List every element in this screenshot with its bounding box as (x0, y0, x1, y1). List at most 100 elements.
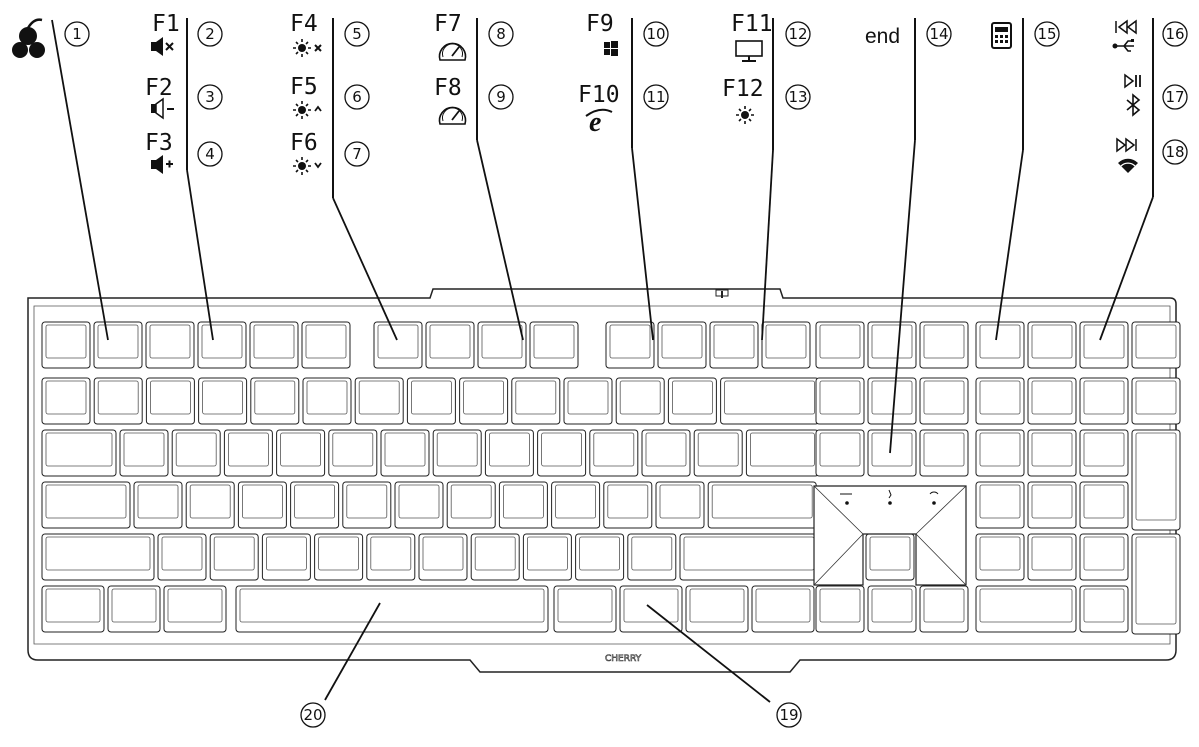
function-row-key (761, 321, 811, 369)
function-row-key (301, 321, 351, 369)
callout-9: 9 (496, 88, 506, 106)
number-row-key (511, 377, 561, 425)
arrow-up-key (865, 533, 915, 581)
number-row-key (354, 377, 404, 425)
function-row-key (145, 321, 195, 369)
letter-key (655, 481, 705, 529)
cherry-wordmark: CHERRY (605, 654, 642, 664)
left-shift-key (41, 533, 155, 581)
lighting-mode-icon (736, 106, 754, 124)
number-row-key (41, 377, 91, 425)
function-row-key (867, 321, 917, 369)
letter-key (237, 481, 287, 529)
function-row-key (657, 321, 707, 369)
callout-11: 11 (646, 88, 665, 106)
windows-lock-icon (604, 41, 618, 56)
letter-key (418, 533, 468, 581)
right-ctrl-key (751, 585, 815, 633)
nav-key (815, 429, 865, 477)
nav-key (815, 377, 865, 425)
nav-key (919, 429, 969, 477)
numpad-plus-key (1131, 429, 1181, 531)
letter-key (328, 429, 378, 477)
callout-1: 1 (72, 25, 82, 43)
f12-label: F12 (722, 76, 764, 102)
calculator-icon (991, 22, 1012, 49)
play-pause-icon (1124, 73, 1141, 89)
callout-5: 5 (352, 25, 362, 43)
function-row-key (605, 321, 655, 369)
function-row-key (425, 321, 475, 369)
callout-7: 7 (352, 145, 362, 163)
letter-key (693, 429, 743, 477)
callout-13: 13 (788, 88, 807, 106)
speedometer-icon (438, 106, 467, 125)
letter-key (133, 481, 183, 529)
function-row-key (529, 321, 579, 369)
f5-label: F5 (290, 74, 318, 100)
letter-key (498, 481, 548, 529)
function-row-key (709, 321, 759, 369)
cherry-logo-icon (12, 18, 45, 58)
status-led-panel (813, 485, 967, 586)
numpad-key (1079, 533, 1129, 581)
function-row-key (1027, 321, 1077, 369)
f6-label: F6 (290, 130, 318, 156)
letter-key (603, 481, 653, 529)
letter-key (380, 429, 430, 477)
nav-key (919, 377, 969, 425)
leader-lines (51, 19, 1154, 703)
backspace-key (720, 377, 820, 425)
numpad-enter-key (1131, 533, 1181, 635)
number-row-key (302, 377, 352, 425)
callout-19: 19 (779, 706, 798, 724)
f8-label: F8 (434, 75, 462, 101)
end-label: end (865, 25, 900, 48)
callout-18: 18 (1165, 143, 1184, 161)
left-alt-key (163, 585, 227, 633)
callout-17: 17 (1165, 88, 1184, 106)
numpad-zero-key (975, 585, 1077, 633)
bluetooth-icon (1126, 93, 1141, 117)
next-track-icon (1116, 137, 1137, 153)
number-row-key (145, 377, 195, 425)
volume-up-icon (151, 155, 173, 174)
f10-label: F10 (578, 82, 620, 108)
function-row-key (373, 321, 423, 369)
letter-key (551, 481, 601, 529)
f11-label: F11 (731, 11, 773, 37)
callout-8: 8 (496, 25, 506, 43)
function-row-key (1079, 321, 1129, 369)
function-row-key (1131, 321, 1181, 369)
letter-key (446, 481, 496, 529)
numpad-key (975, 429, 1025, 477)
letter-key (157, 533, 207, 581)
right-shift-key (679, 533, 819, 581)
letter-key (223, 429, 273, 477)
letter-key (575, 533, 625, 581)
svg-text:e: e (589, 107, 601, 138)
letter-key (290, 481, 340, 529)
numpad-key (1027, 533, 1077, 581)
usb-icon (1112, 39, 1134, 52)
callout-4: 4 (205, 145, 215, 163)
volume-down-icon (151, 97, 174, 120)
spacebar-key (235, 585, 549, 633)
number-row-key (93, 377, 143, 425)
numpad-key (1079, 429, 1129, 477)
f2-label: F2 (145, 75, 173, 101)
windows-key (107, 585, 161, 633)
function-row-key (93, 321, 143, 369)
letter-key (171, 429, 221, 477)
wireless-icon (1118, 158, 1138, 173)
letter-key (366, 533, 416, 581)
letter-key (484, 429, 534, 477)
f9-label: F9 (586, 11, 614, 37)
letter-key (537, 429, 587, 477)
callout-12: 12 (788, 25, 807, 43)
arrow-key (867, 585, 917, 633)
letter-key (276, 429, 326, 477)
f7-label: F7 (434, 11, 462, 37)
letter-key (627, 533, 677, 581)
